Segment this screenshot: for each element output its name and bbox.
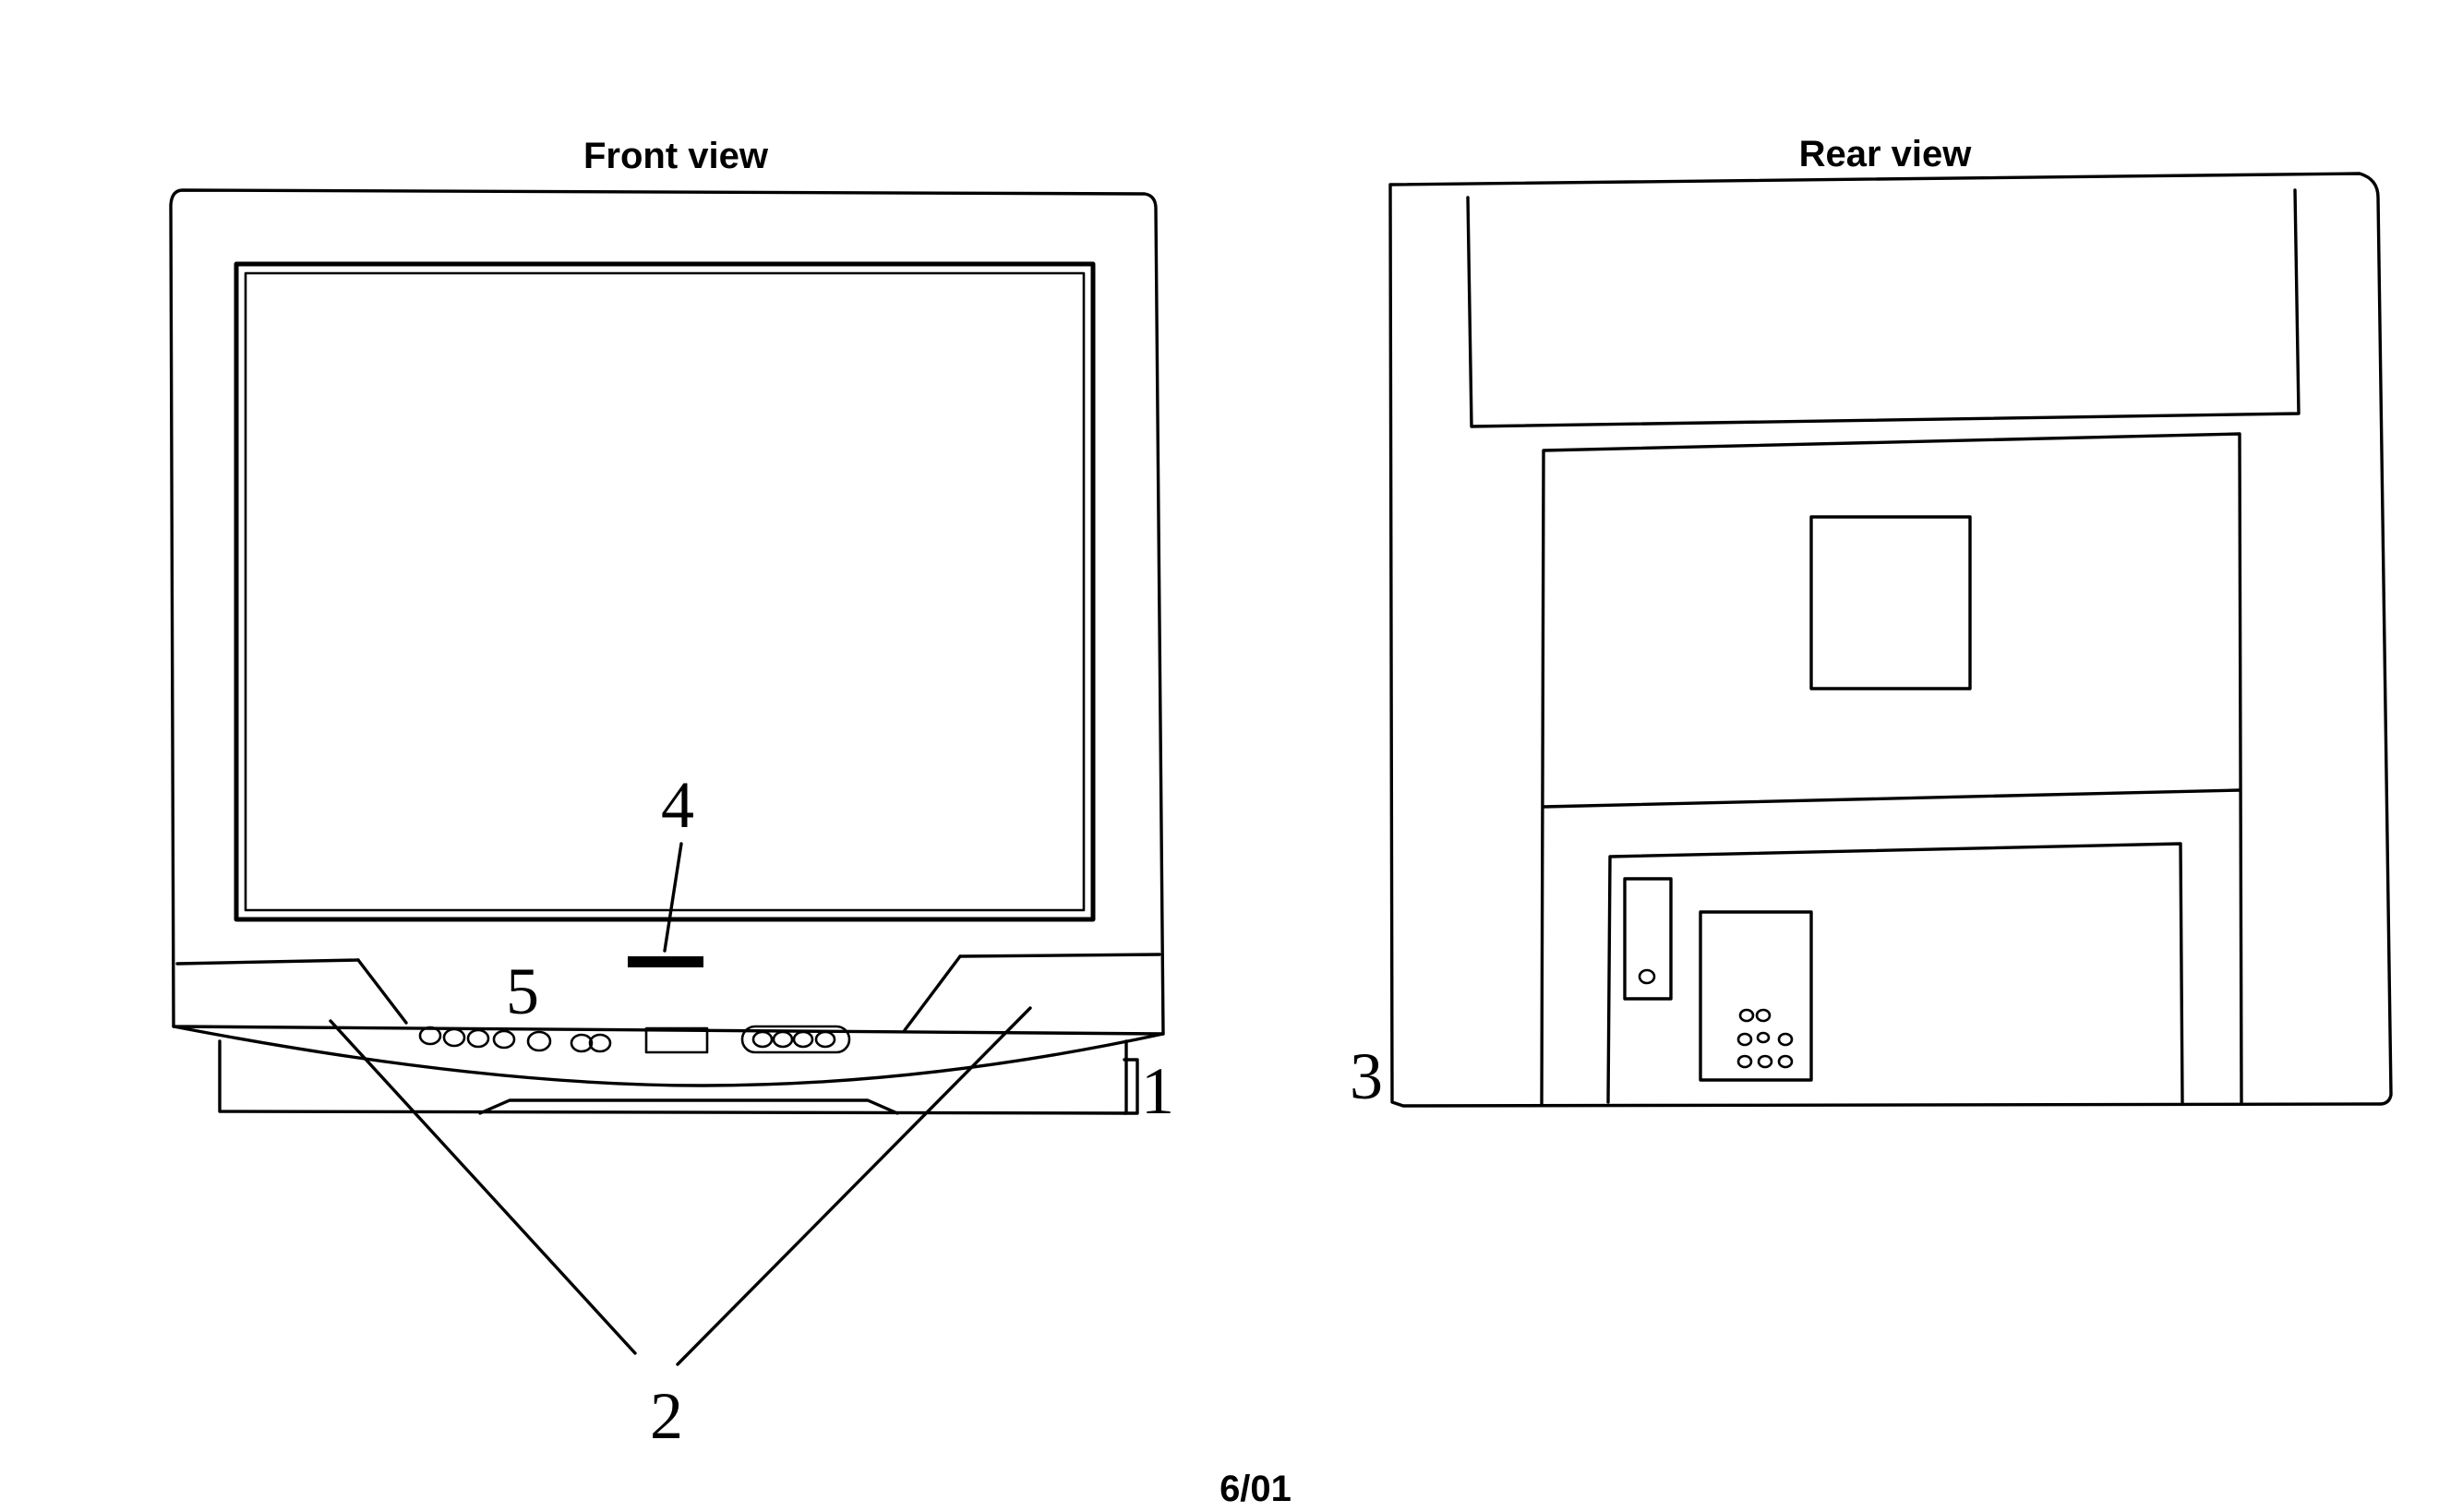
front-view: Front view [169, 136, 1174, 1453]
rear-connector-panel [1606, 842, 2184, 1104]
callout-1: 1 [1141, 1054, 1174, 1128]
indicator-leader-line [663, 842, 683, 953]
rear-view: Rear view 3 [1350, 134, 2393, 1113]
right-speaker-leader-line [676, 1006, 1032, 1366]
control-buttons [418, 1025, 851, 1054]
rear-view-title: Rear view [1799, 134, 1973, 174]
cabinet-bracket [1123, 1058, 1139, 1115]
control-panel-top-edge [175, 958, 360, 966]
rear-panel-divider [1542, 788, 2241, 809]
av-jacks [1736, 1008, 1794, 1069]
left-speaker-edge [356, 958, 408, 1025]
left-speaker-leader-line [329, 1019, 637, 1355]
page-date: 6/01 [1219, 1469, 1292, 1509]
callout-3: 3 [1350, 1039, 1383, 1113]
indicator-light [628, 956, 703, 967]
front-bezel-outline [169, 188, 1165, 1036]
callout-4: 4 [661, 768, 694, 842]
rear-label-plate [1809, 515, 1972, 690]
rear-cabinet-outline [1388, 172, 2393, 1108]
rear-top-panel [1466, 188, 2301, 428]
front-view-title: Front view [583, 136, 769, 176]
front-lower-curve [172, 1025, 1165, 1087]
rear-power-slot [1623, 877, 1673, 1001]
right-speaker-edge [903, 954, 962, 1032]
rear-slot-hole [1638, 968, 1656, 985]
screen-inner-outline [244, 271, 1086, 912]
callout-5: 5 [506, 954, 539, 1028]
callout-2: 2 [650, 1379, 683, 1453]
front-base [218, 1039, 1128, 1115]
rear-av-jack-panel [1699, 910, 1813, 1082]
screen-outline [234, 261, 1096, 922]
control-panel-top-edge-right [958, 953, 1161, 958]
rear-back-cover [1540, 432, 2243, 1106]
front-base-tray [478, 1098, 899, 1115]
